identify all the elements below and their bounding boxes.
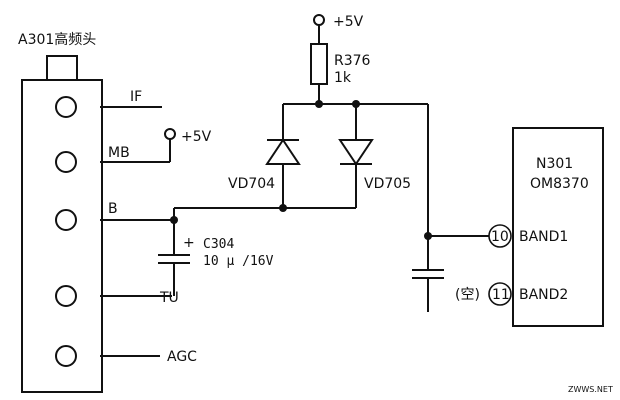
resistor-r376 [310, 43, 328, 85]
ic-n301 [512, 127, 604, 327]
ic-ref: N301 [536, 156, 573, 172]
r376-ref: R376 [334, 53, 371, 69]
ic-pin10-name: BAND1 [519, 229, 568, 245]
ic-part: OM8370 [530, 176, 589, 192]
vcc-top-terminal [313, 14, 325, 26]
tuner-pin-mb: MB +5V [55, 128, 212, 173]
tuner-title: A301高频头 [18, 31, 96, 48]
svg-text:MB: MB [108, 145, 130, 161]
ic-pin11-name: BAND2 [519, 287, 568, 303]
diode-vd704 [265, 104, 301, 208]
c304-ref: C304 [203, 237, 234, 252]
tuner-pin-if: IF [55, 89, 162, 118]
c304-plus: + [183, 235, 195, 251]
watermark: ZWWS.NET [568, 385, 613, 394]
tuner-pin-tu: TU [55, 285, 179, 307]
ic-pin-11: (空) 11 BAND2 [455, 282, 568, 306]
junction-r376 [315, 100, 323, 108]
svg-text:IF: IF [130, 89, 142, 105]
svg-text:AGC: AGC [167, 349, 197, 365]
vcc-mb-label: +5V [181, 129, 212, 145]
tuner-pin-b: B [55, 201, 174, 231]
svg-text:B: B [108, 201, 118, 217]
diode-vd705 [338, 104, 374, 208]
vd704-label: VD704 [228, 176, 275, 192]
ic-pin11-note: (空) [455, 287, 480, 303]
svg-text:TU: TU [159, 290, 179, 306]
c304-value: 10 μ /16V [203, 254, 274, 269]
svg-text:11: 11 [492, 287, 510, 303]
tuner-pin-agc: AGC [55, 345, 197, 367]
vd705-label: VD705 [364, 176, 411, 192]
r376-value: 1k [334, 70, 352, 86]
tuner-connector [46, 55, 78, 81]
ic-pin-10: 10 BAND1 [488, 224, 568, 248]
tuner-body [21, 79, 103, 393]
svg-text:10: 10 [491, 229, 509, 245]
vcc-top-label: +5V [333, 14, 364, 30]
